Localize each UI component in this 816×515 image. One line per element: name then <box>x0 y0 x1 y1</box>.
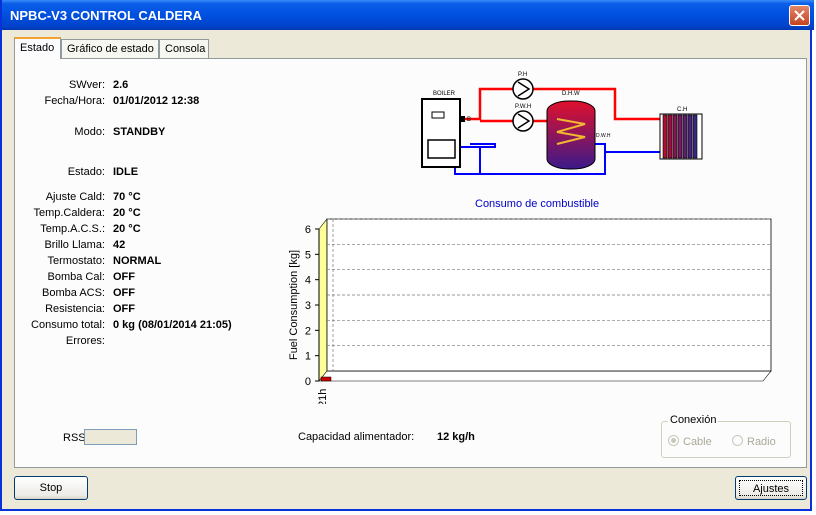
settings-button[interactable]: Ajustes <box>735 476 807 500</box>
bomba-cal-value: OFF <box>113 271 135 283</box>
chart-y-tick-label: 5 <box>305 249 311 261</box>
connection-group: Conexión Cable Radio <box>661 414 791 458</box>
title-bar: NPBC-V3 CONTROL CALDERA <box>2 0 814 30</box>
modo-label: Modo: <box>74 126 105 138</box>
chart-x-tick-label: 21h <box>317 389 329 404</box>
temp-caldera-value: 20 °C <box>113 207 141 219</box>
boiler-label: BOILER <box>433 91 456 97</box>
tab-grafico-estado[interactable]: Gráfico de estado <box>61 39 159 58</box>
boiler-door <box>427 139 456 159</box>
termostato-value: NORMAL <box>113 255 162 267</box>
chart-floor <box>318 370 772 382</box>
estado-panel: SWver: 2.6 Fecha/Hora: 01/01/2012 12:38 … <box>14 58 807 468</box>
chart-title: Consumo de combustible <box>475 198 600 210</box>
radiator-label: C.H <box>677 107 687 113</box>
tab-estado[interactable]: Estado <box>14 37 61 59</box>
modo-value: STANDBY <box>113 126 166 138</box>
ajuste-label: Ajuste Cald: <box>45 191 105 203</box>
swver-label: SWver: <box>68 79 105 91</box>
ch-pump-arrow <box>517 81 531 97</box>
hot-pipe-ch-supply <box>463 87 513 121</box>
settings-button-label: Ajustes <box>739 480 803 496</box>
fuel-consumption-chart: 0 1 2 3 4 5 6 21h Fuel Consumption [kg] <box>288 218 772 404</box>
feeder-capacity-value: 12 kg/h <box>437 431 475 443</box>
consumo-value: 0 kg (08/01/2014 21:05) <box>113 319 232 331</box>
consumo-label: Consumo total: <box>31 319 105 331</box>
chart-left-wall <box>318 218 328 382</box>
close-icon <box>794 10 805 21</box>
chart-y-tick-label: 2 <box>305 325 311 337</box>
dhw-pump-icon <box>512 110 534 132</box>
temp-acs-value: 20 °C <box>113 223 141 235</box>
ajuste-value: 70 °C <box>113 191 141 203</box>
termostato-label: Termostato: <box>47 255 105 267</box>
radio-cable-label: Cable <box>683 436 712 448</box>
boiler-sensor-icon <box>461 116 465 122</box>
fecha-value: 01/01/2012 12:38 <box>113 95 200 107</box>
bomba-acs-label: Bomba ACS: <box>42 287 105 299</box>
temp-caldera-label: Temp.Caldera: <box>33 207 105 219</box>
chart-bar <box>320 376 332 382</box>
boiler-sensor-label: B <box>467 117 471 123</box>
brillo-value: 42 <box>113 239 126 251</box>
dhw-label: D.H.W <box>562 91 580 97</box>
dhw-pump-label: P.W.H <box>515 104 531 110</box>
dhw-sensor-label: D.W.H <box>596 133 611 139</box>
resistencia-value: OFF <box>113 303 135 315</box>
errores-label: Errores: <box>65 335 105 347</box>
dhw-pump-arrow <box>517 113 531 129</box>
fecha-label: Fecha/Hora: <box>44 95 105 107</box>
chart-y-tick-label: 1 <box>305 351 311 363</box>
chart-y-tick-label: 0 <box>305 376 311 388</box>
chart-y-axis-label: Fuel Consumption [kg] <box>288 250 300 360</box>
radio-cable[interactable]: Cable <box>668 435 712 448</box>
estado-value: IDLE <box>113 166 139 178</box>
radiator-fins <box>662 114 698 159</box>
hot-pipe-ch-out <box>533 87 660 121</box>
radio-cable-indicator <box>668 435 679 446</box>
dhw-coil-icon <box>556 118 586 145</box>
window-title: NPBC-V3 CONTROL CALDERA <box>10 8 202 23</box>
radio-radio-label: Radio <box>747 436 776 448</box>
brillo-label: Brillo Llama: <box>44 239 105 251</box>
swver-value: 2.6 <box>113 79 129 91</box>
temp-acs-label: Temp.A.C.S.: <box>40 223 105 235</box>
estado-label: Estado: <box>67 166 105 178</box>
ch-pump-icon <box>512 78 534 100</box>
radio-radio[interactable]: Radio <box>732 435 776 448</box>
bomba-acs-value: OFF <box>113 287 135 299</box>
ch-pump-label: P.H <box>518 72 527 78</box>
radio-radio-indicator <box>732 435 743 446</box>
resistencia-label: Resistencia: <box>45 303 105 315</box>
close-button[interactable] <box>789 5 810 26</box>
stop-button[interactable]: Stop <box>14 476 88 500</box>
connection-legend: Conexión <box>668 414 719 426</box>
hydraulic-diagram: BOILER B P.H P.W.H D.H.W D.W.H <box>421 72 703 175</box>
rssi-field <box>84 429 137 445</box>
chart-y-tick-label: 6 <box>305 224 311 236</box>
bomba-cal-label: Bomba Cal: <box>47 271 105 283</box>
tab-consola[interactable]: Consola <box>159 39 209 58</box>
chart-y-tick-label: 3 <box>305 300 311 312</box>
feeder-capacity-label: Capacidad alimentador: <box>298 431 415 443</box>
chart-y-tick-label: 4 <box>305 275 311 287</box>
boiler-window <box>431 111 445 119</box>
